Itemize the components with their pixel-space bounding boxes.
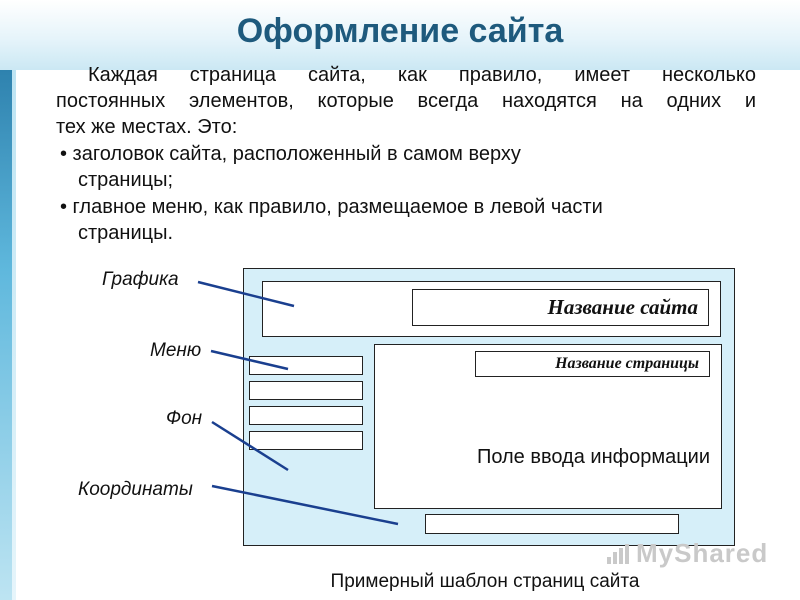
connector-menu [210,349,289,371]
coordinates-box [425,514,679,534]
menu-item-box [249,356,363,375]
bullet-site-header: • заголовок сайта, расположенный в самом… [60,141,760,193]
bullet-line-cont: страницы; [78,169,174,191]
page-name-box: Название страницы [475,351,710,377]
menu-item-box [249,381,363,400]
watermark-logo-icon [607,544,629,564]
label-menu: Меню [150,340,202,361]
content-field-label: Поле ввода информации [476,446,710,468]
left-accent-stripe-light [12,0,16,600]
bullet-line-cont: страницы. [78,222,174,244]
intro-line-2: постоянных элементов, которые всегда нах… [56,90,756,112]
connector-coordinates [211,484,399,526]
site-name-box: Название сайта [412,289,709,326]
bullet-main-menu: • главное меню, как правило, размещаемое… [60,194,760,246]
watermark: MyShared [606,538,768,569]
left-accent-stripe [0,0,12,600]
bullet-line: • главное меню, как правило, размещаемое… [60,196,603,218]
menu-item-box [249,406,363,425]
bullet-line: • заголовок сайта, расположенный в самом… [60,143,521,165]
intro-line-1: Каждая страница сайта, как правило, имее… [88,64,756,86]
watermark-text: MyShared [636,538,769,568]
label-coordinates: Координаты [78,479,193,500]
label-background: Фон [166,408,203,429]
diagram-caption: Примерный шаблон страниц сайта [330,571,640,592]
menu-item-box [249,431,363,450]
connector-graphics [197,280,295,308]
label-graphics: Графика [102,269,179,290]
slide-title: Оформление сайта [236,12,564,50]
title-bar [0,0,800,70]
connector-background [211,420,289,472]
intro-line-3: тех же местах. Это: [56,116,238,138]
intro-paragraph: Каждая страница сайта, как правило, имее… [56,62,756,140]
